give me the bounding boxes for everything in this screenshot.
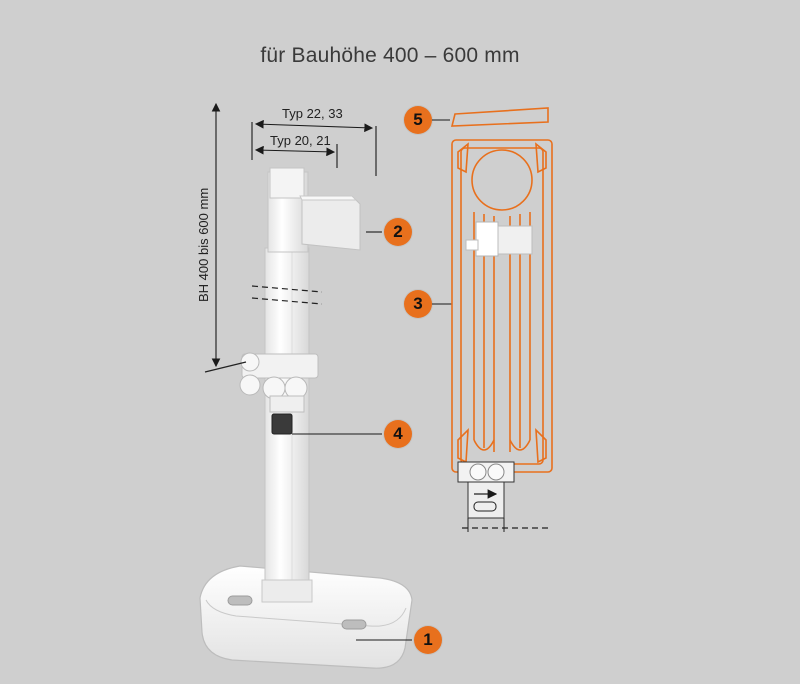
- bracket-head: [267, 167, 361, 253]
- leader-lines: [292, 119, 452, 641]
- cover-plate: [450, 107, 549, 127]
- callout-2: 2: [384, 218, 412, 246]
- bracket-in-schematic: [457, 221, 552, 532]
- clamp-assembly: [204, 352, 319, 435]
- callout-3: 3: [404, 290, 432, 318]
- callout-5: 5: [404, 106, 432, 134]
- radiator-outline: [451, 139, 553, 473]
- callout-4: 4: [384, 420, 412, 448]
- foot-base: [199, 565, 413, 669]
- locking-clip: [271, 413, 293, 435]
- height-label: BH 400 bis 600 mm: [196, 187, 211, 302]
- width-label-outer: Typ 22, 33: [282, 106, 343, 121]
- width-label-inner: Typ 20, 21: [270, 133, 331, 148]
- radiator-schematic: [450, 107, 553, 473]
- page-title: für Bauhöhe 400 – 600 mm: [260, 44, 520, 67]
- callout-1: 1: [414, 626, 442, 654]
- dimension-lines: [211, 102, 377, 368]
- base-slot-right: [341, 619, 367, 630]
- base-slot-left: [227, 595, 253, 606]
